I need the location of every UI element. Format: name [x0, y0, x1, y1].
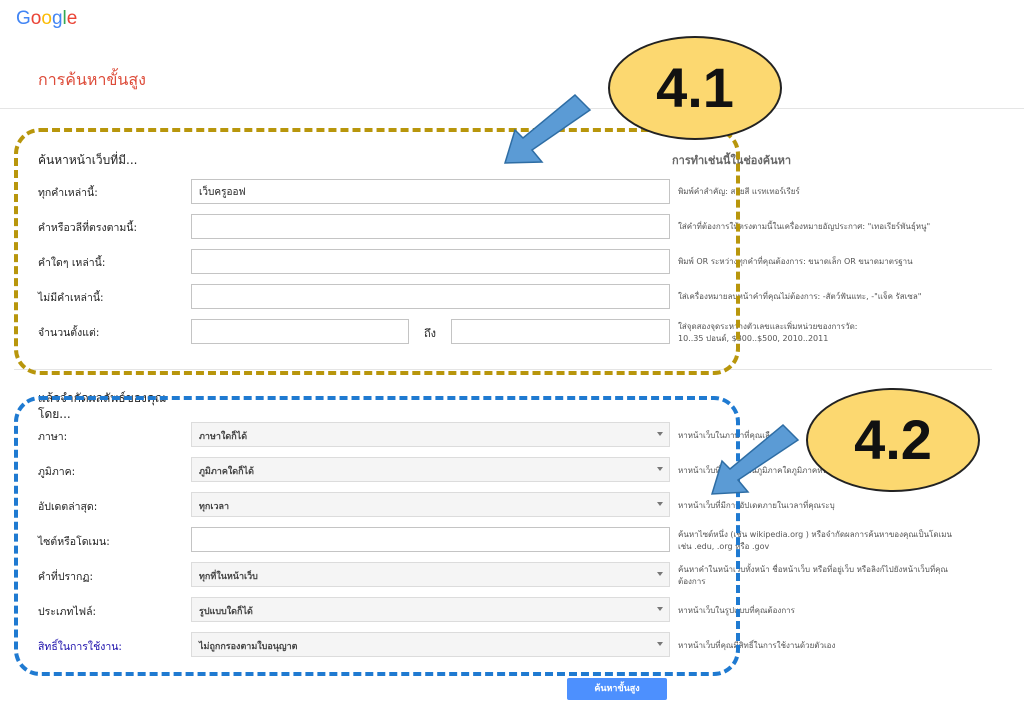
file-type-value: รูปแบบใดก็ได้ [199, 607, 253, 617]
terms-appearing-help-line2: ต้องการ [678, 577, 706, 586]
none-words-label: ไม่มีคำเหล่านี้: [38, 292, 104, 304]
chevron-down-icon [657, 432, 663, 436]
usage-rights-help: หาหน้าเว็บที่คุณมีสิทธิ์ในการใช้งานด้วยต… [678, 641, 836, 650]
region-select[interactable]: ภูมิภาคใดก็ได้ [191, 457, 670, 482]
page-title: การค้นหาขั้นสูง [38, 70, 146, 89]
last-update-label: อัปเดตล่าสุด: [38, 501, 98, 513]
highlight-box-narrow [14, 396, 740, 676]
terms-appearing-select[interactable]: ทุกที่ในหน้าเว็บ [191, 562, 670, 587]
site-domain-help-line2: เช่น .edu, .org หรือ .gov [678, 542, 770, 551]
chevron-down-icon [657, 467, 663, 471]
language-help: หาหน้าเว็บในภาษาที่คุณเลือก [678, 431, 780, 440]
language-label: ภาษา: [38, 431, 68, 443]
site-domain-label: ไซต์หรือโดเมน: [38, 536, 110, 548]
file-type-select[interactable]: รูปแบบใดก็ได้ [191, 597, 670, 622]
site-domain-input[interactable] [191, 527, 670, 552]
section-divider [14, 369, 992, 370]
help-header: การทำเช่นนี้ในช่องค้นหา [672, 154, 792, 167]
usage-rights-select[interactable]: ไม่ถูกกรองตามใบอนุญาต [191, 632, 670, 657]
exact-phrase-help: ใส่คำที่ต้องการให้ตรงตามนี้ในเครื่องหมาย… [678, 222, 931, 231]
highlight-box-find [14, 128, 740, 375]
any-words-label: คำใดๆ เหล่านี้: [38, 257, 106, 269]
chevron-down-icon [657, 502, 663, 506]
last-update-select[interactable]: ทุกเวลา [191, 492, 670, 517]
terms-appearing-help-line1: ค้นหาคำในหน้าเว็บทั้งหน้า ชื่อหน้าเว็บ ห… [678, 565, 948, 574]
last-update-value: ทุกเวลา [199, 502, 230, 512]
usage-rights-link[interactable]: สิทธิ์ในการใช้งาน: [38, 641, 122, 653]
arrow-4-2-icon [710, 423, 800, 495]
range-to-input[interactable] [451, 319, 670, 344]
any-words-help: พิมพ์ OR ระหว่างทุกคำที่คุณต้องการ: ขนาด… [678, 257, 913, 266]
exact-phrase-input[interactable] [191, 214, 670, 239]
any-words-input[interactable] [191, 249, 670, 274]
terms-appearing-label: คำที่ปรากฏ: [38, 571, 93, 583]
site-domain-help-line1: ค้นหาไซต์หนึ่ง (เช่น wikipedia.org ) หรื… [678, 530, 953, 539]
chevron-down-icon [657, 607, 663, 611]
region-value: ภูมิภาคใดก็ได้ [199, 467, 254, 477]
file-type-label: ประเภทไฟล์: [38, 606, 97, 618]
advanced-search-button[interactable]: ค้นหาขั้นสูง [567, 678, 667, 700]
all-words-input[interactable]: เว็บครูออฟ [191, 179, 670, 204]
region-help: หาหน้าเว็บที่เผยแพร่ในภูมิภาคใดภูมิภาคหน… [678, 466, 832, 475]
last-update-help: หาหน้าเว็บที่มีการอัปเดตภายในเวลาที่คุณร… [678, 501, 835, 510]
google-logo[interactable]: Google [16, 8, 78, 29]
language-value: ภาษาใดก็ได้ [199, 432, 248, 442]
arrow-4-1-icon [503, 93, 592, 164]
none-words-input[interactable] [191, 284, 670, 309]
header-divider [0, 108, 1024, 109]
exact-phrase-label: คำหรือวลีที่ตรงตามนี้: [38, 222, 137, 234]
range-from-input[interactable] [191, 319, 409, 344]
annotation-badge-4-2: 4.2 [806, 388, 980, 492]
language-select[interactable]: ภาษาใดก็ได้ [191, 422, 670, 447]
all-words-label: ทุกคำเหล่านี้: [38, 187, 98, 199]
narrow-section-title-2: โดย... [38, 407, 71, 421]
terms-appearing-value: ทุกที่ในหน้าเว็บ [199, 572, 258, 582]
chevron-down-icon [657, 642, 663, 646]
usage-rights-value: ไม่ถูกกรองตามใบอนุญาต [199, 642, 298, 652]
find-section-title: ค้นหาหน้าเว็บที่มี... [38, 153, 138, 167]
range-help-line1: ใส่จุดสองจุดระหว่างตัวเลขและเพิ่มหน่วยขอ… [678, 322, 858, 331]
range-label: จำนวนตั้งแต่: [38, 327, 100, 339]
range-to-label: ถึง [424, 327, 437, 340]
annotation-badge-4-1: 4.1 [608, 36, 782, 140]
range-help-line2: 10..35 ปอนด์, $300..$500, 2010..2011 [678, 334, 829, 343]
none-words-help: ใส่เครื่องหมายลบหน้าคำที่คุณไม่ต้องการ: … [678, 292, 922, 301]
region-label: ภูมิภาค: [38, 466, 76, 478]
chevron-down-icon [657, 572, 663, 576]
